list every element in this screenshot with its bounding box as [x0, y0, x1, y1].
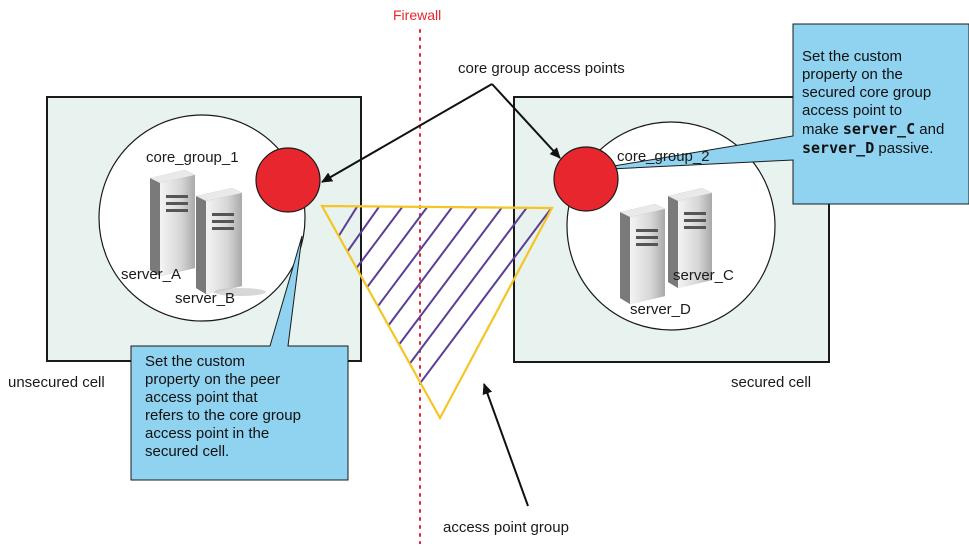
- left-callout-line: secured cell.: [145, 443, 230, 460]
- server-d-bold: server_D: [802, 139, 875, 157]
- access-point-left: [255, 147, 321, 213]
- right-callout-line: Set the custom: [802, 48, 903, 65]
- server-d-icon: [620, 204, 665, 304]
- access-point-group-label: access point group: [443, 519, 569, 536]
- core-group-2-label: core_group_2: [617, 148, 710, 165]
- text-make: make: [802, 121, 843, 138]
- text-passive: passive.: [874, 140, 934, 157]
- server-a-label: server_A: [121, 266, 182, 283]
- server-b-icon: [196, 188, 266, 296]
- right-callout-line: property on the: [802, 66, 903, 83]
- core-group-1-label: core_group_1: [146, 149, 239, 166]
- server-c-label: server_C: [673, 267, 734, 284]
- left-callout-line: property on the peer: [145, 371, 281, 388]
- left-callout-box: [130, 235, 349, 481]
- access-point-right: [553, 146, 619, 212]
- server-c-icon: [668, 188, 712, 288]
- text-and: and: [915, 121, 945, 138]
- left-callout-line: access point that: [145, 389, 258, 406]
- arrow-to-right-access-point: [491, 83, 561, 159]
- left-callout-text: Set the custom property on the peer acce…: [145, 353, 301, 461]
- left-callout-line: access point in the: [145, 425, 270, 442]
- core-group-access-points-label: core group access points: [458, 60, 625, 77]
- left-callout-line: Set the custom: [145, 353, 246, 370]
- right-callout-box: [589, 23, 969, 205]
- firewall-label: Firewall: [393, 7, 442, 23]
- arrow-to-access-point-group: [482, 383, 529, 507]
- access-point-group-triangle: [320, 204, 554, 421]
- server-b-label: server_B: [175, 290, 236, 307]
- server-c-bold: server_C: [842, 120, 916, 138]
- right-callout-line: secured core group: [802, 84, 932, 101]
- right-callout-line: server_D passive.: [802, 139, 969, 158]
- server-a-icon: [150, 170, 195, 276]
- server-d-label: server_D: [630, 301, 691, 318]
- unsecured-cell-label: unsecured cell: [8, 374, 105, 391]
- secured-cell-label: secured cell: [731, 374, 812, 391]
- arrow-to-left-access-point: [321, 83, 493, 183]
- right-callout-text: Set the custom property on the secured c…: [802, 48, 969, 158]
- left-callout-line: refers to the core group: [145, 407, 301, 424]
- right-callout-line: access point to: [802, 102, 903, 119]
- access-point-group-hatch: [329, 206, 552, 391]
- right-callout-line: make server_C and: [802, 120, 969, 139]
